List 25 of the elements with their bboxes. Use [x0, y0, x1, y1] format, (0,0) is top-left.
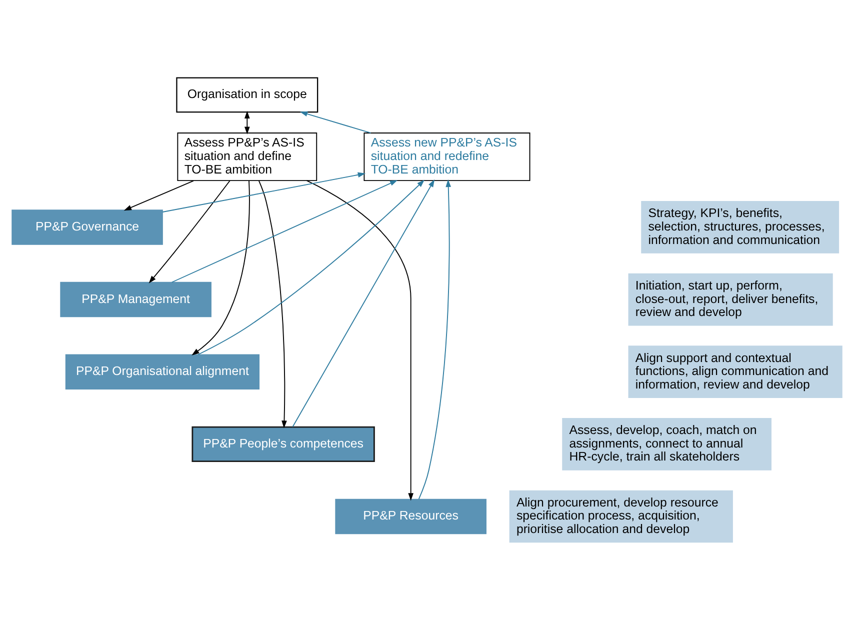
arrow [418, 179, 452, 500]
node-box: Assess PP&P’s AS-IS situation and define TO-BE ambition [177, 132, 318, 182]
arrow [192, 180, 250, 356]
arrow [292, 179, 435, 428]
node-box: PP&P People’s competences [192, 426, 375, 462]
node-box: PP&P Organisational alignment [65, 354, 260, 390]
node-box: Assess new PP&P’s AS-IS situation and redefine TO-BE ambition [364, 132, 530, 182]
arrow [124, 180, 194, 211]
node-box: PP&P Governance [12, 210, 163, 245]
arrow [198, 180, 425, 356]
arrow [244, 110, 250, 134]
node-box: Align support and contextual functions, align communication and information, review and develop [628, 346, 842, 398]
node-box: Assess, develop, coach, match on assignments, connect to annual HR-cycle, train all skateholders [562, 418, 772, 470]
arrow [171, 180, 398, 283]
arrow [306, 180, 414, 501]
arrow [300, 111, 372, 134]
node-box: PP&P Management [60, 282, 212, 318]
node-box: Align procurement, develop resource specification process, acquisition, prioritise allocation and develop [509, 490, 733, 543]
node-box: PP&P Resources [335, 498, 486, 534]
node-box: Initiation, start up, perform, close-out, report, deliver benefits, review and develop [628, 273, 833, 326]
arrow [148, 180, 230, 284]
arrow [258, 180, 287, 428]
node-box: Strategy, KPI’s, benefits, selection, structures, processes, information and communication [641, 201, 840, 254]
arrow [162, 172, 366, 212]
node-box: Organisation in scope [176, 77, 318, 113]
